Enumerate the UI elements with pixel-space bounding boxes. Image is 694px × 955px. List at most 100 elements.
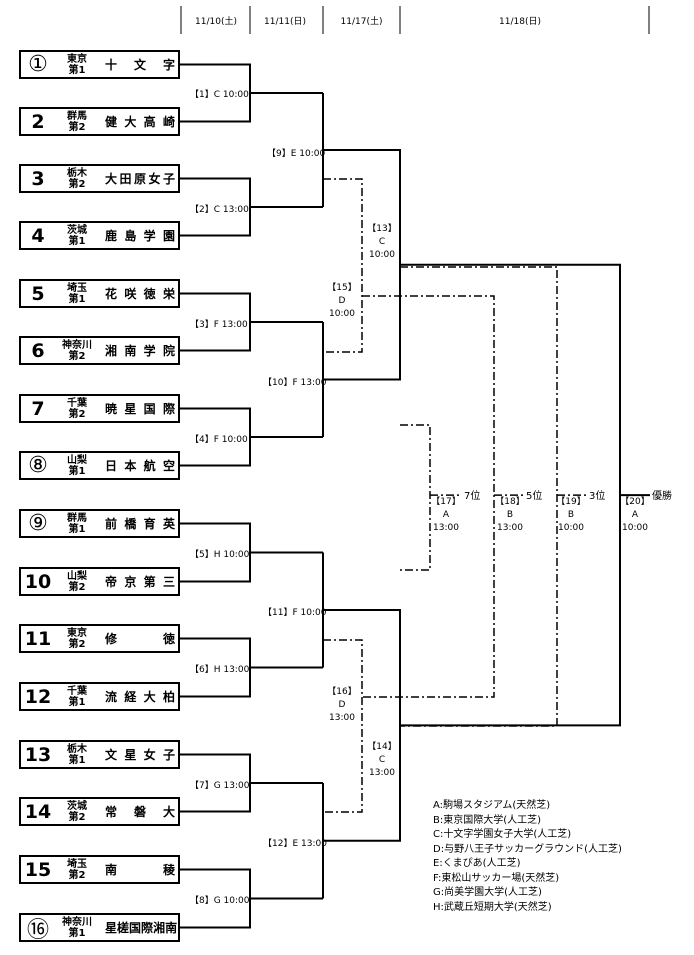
team-prefecture-name: 千葉 [67, 685, 87, 697]
team-prefecture-rank: 第2 [68, 811, 86, 823]
placement7-connector [400, 424, 431, 571]
match-label-time: 13:00 [329, 713, 355, 723]
team-prefecture-name: 東京 [67, 627, 87, 639]
team-prefecture: 東京第2 [55, 626, 99, 651]
team-prefecture-rank: 第1 [68, 754, 86, 766]
team-prefecture: 神奈川第2 [55, 338, 99, 363]
team-name-char: 国 [129, 921, 142, 935]
round1-match-label: 【8】G 10:00 [190, 896, 250, 906]
team-name-char: 暁 [105, 402, 118, 416]
team-name-char: 日 [105, 459, 118, 473]
team-prefecture-name: 山梨 [67, 570, 87, 582]
team-name: 星槎国際湘南 [105, 915, 178, 940]
team-seed: ⑨ [28, 511, 48, 536]
team-prefecture-rank: 第2 [68, 350, 86, 362]
team-name-char: 英 [162, 517, 175, 531]
team-name-char: 健 [105, 115, 118, 129]
match-label-venue: D [338, 296, 346, 306]
team-prefecture-rank: 第2 [68, 121, 86, 133]
team-seed: 10 [24, 570, 52, 593]
team-prefecture: 神奈川第1 [55, 915, 99, 940]
team-prefecture-name: 群馬 [67, 110, 87, 122]
team-name: 湘南学院 [105, 338, 175, 363]
legend-item: F:東松山サッカー場(天然芝) [433, 872, 560, 884]
placement5-connector [362, 295, 495, 698]
team-name-char: 大 [124, 115, 137, 129]
match-label-time: 10:00 [558, 523, 584, 533]
team-prefecture-name: 東京 [67, 53, 87, 65]
team-name: 南稜 [105, 857, 175, 882]
team-prefecture-rank: 第1 [68, 293, 86, 305]
team-name-char: 十 [105, 58, 118, 72]
team-name-char: 空 [162, 459, 175, 473]
team-seed: 15 [24, 858, 52, 881]
team-name: 花咲徳栄 [105, 281, 175, 306]
team-name-char: 第 [143, 575, 156, 589]
team-name-char: 槎 [117, 921, 130, 935]
team-prefecture-name: 栃木 [67, 167, 87, 179]
team-name: 修徳 [105, 626, 175, 651]
team-prefecture-rank: 第1 [68, 696, 86, 708]
team-name-char: 学 [143, 344, 156, 358]
consolation15-connector [323, 178, 363, 353]
place-label-champion: 優勝 [652, 491, 672, 502]
team-name: 健大高崎 [105, 109, 175, 134]
date-header-round2: 11/11(日) [264, 17, 306, 27]
team-name: 十文字 [105, 52, 175, 77]
team-name-char: 育 [143, 517, 156, 531]
team-name-char: 咲 [124, 287, 137, 301]
match-label-venue: A [442, 510, 450, 520]
team-name: 文星女子 [105, 742, 175, 767]
match-label-venue: B [506, 510, 514, 520]
team-prefecture: 埼玉第1 [55, 281, 99, 306]
team-name-char: 修 [105, 632, 118, 646]
team-name-char: 帝 [105, 575, 118, 589]
legend-item: B:東京国際大学(人工芝) [433, 814, 542, 826]
team-prefecture-name: 群馬 [67, 512, 87, 524]
team-name: 暁星国際 [105, 396, 175, 421]
team-name-char: 大 [162, 805, 175, 819]
team-name-char: 京 [124, 575, 137, 589]
team-name-char: 南 [165, 921, 178, 935]
team-seed: ⑯ [26, 917, 49, 943]
team-name-char: 南 [124, 344, 137, 358]
team-name-char: 本 [124, 459, 137, 473]
team-name-char: 星 [124, 748, 137, 762]
team-name-char: 花 [105, 287, 118, 301]
team-prefecture-name: 神奈川 [62, 339, 92, 351]
place-label-5th: 5位 [526, 491, 543, 502]
team-name-char: 稜 [162, 863, 175, 877]
team-name-char: 女 [143, 748, 156, 762]
team-seed: 14 [24, 800, 52, 823]
team-prefecture: 群馬第1 [55, 511, 99, 536]
team-name-char: 経 [124, 690, 137, 704]
round1-match-label: 【6】H 13:00 [190, 665, 250, 675]
team-name-char: 園 [162, 229, 175, 243]
match-label-no: 【16】 [327, 687, 357, 697]
team-name-char: 南 [105, 863, 118, 877]
team-name-char: 星 [105, 921, 118, 935]
legend-item: C:十文字学園女子大学(人工芝) [433, 829, 572, 840]
team-name-char: 湘 [105, 344, 118, 358]
team-name: 鹿島学園 [105, 223, 175, 248]
team-prefecture-rank: 第2 [68, 869, 86, 881]
match-label-time: 10:00 [369, 250, 395, 260]
match-label-venue: D [338, 700, 346, 710]
team-prefecture-rank: 第2 [68, 178, 86, 190]
team-prefecture-rank: 第1 [68, 927, 86, 939]
round1-match-label: 【1】C 10:00 [190, 90, 249, 100]
match-label-venue: C [378, 755, 386, 765]
legend-item: G:尚美学園大学(人工芝) [433, 887, 542, 898]
date-header-semis: 11/17(土) [340, 17, 383, 27]
round2-match-label: 【12】E 13:00 [263, 839, 327, 849]
